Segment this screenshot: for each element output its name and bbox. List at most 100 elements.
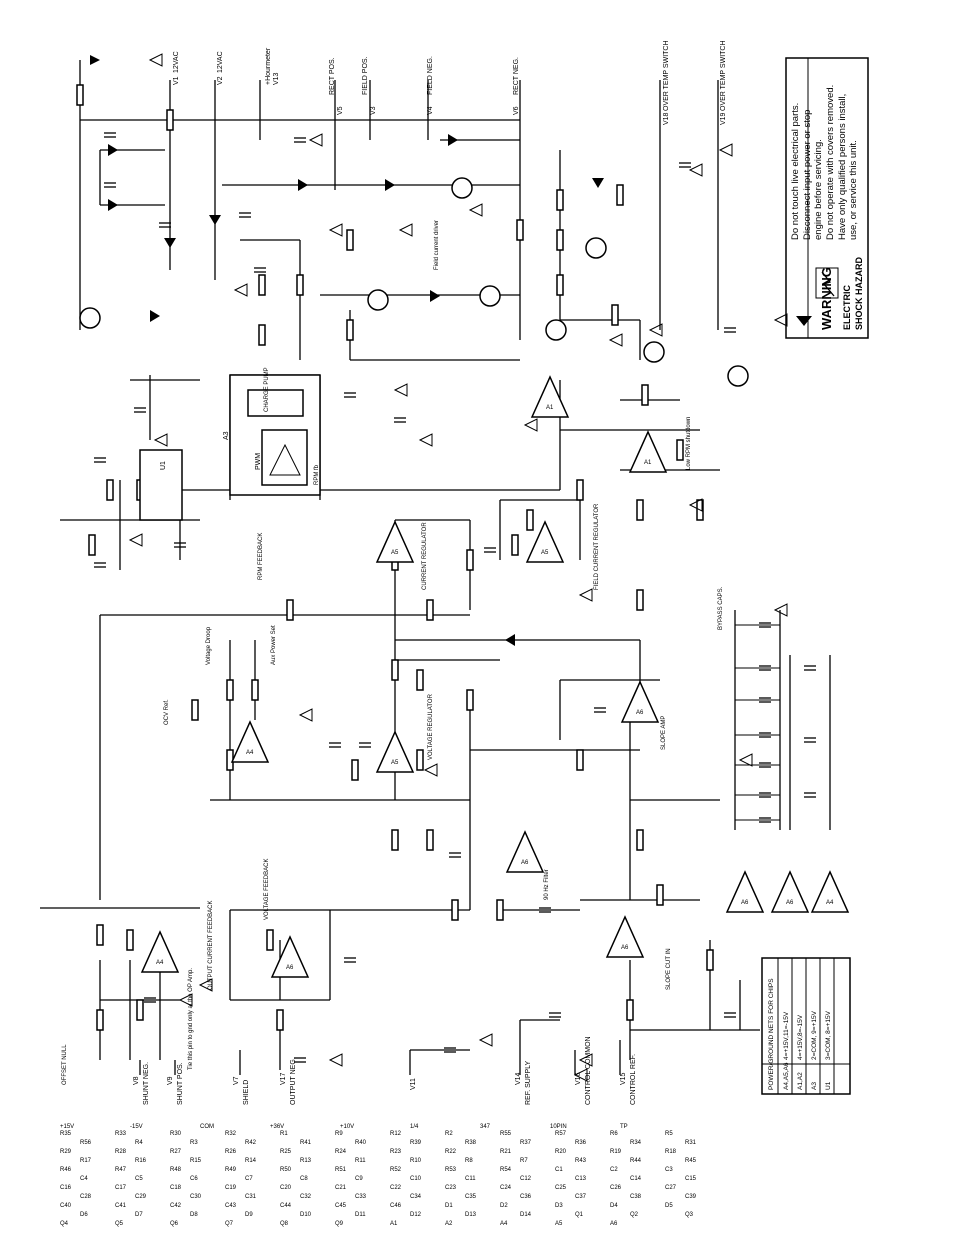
connector-v5-id: V5 (337, 106, 344, 115)
capacitor (344, 957, 356, 963)
component-designator: C35 (465, 1194, 477, 1200)
connector-v5-label: RECT POS. (329, 57, 336, 95)
svg-text:A6: A6 (286, 965, 294, 971)
top-connectors: V1 12VAC V2 12VAC V13 +Hourmeter V3 FIEL… (173, 40, 727, 125)
component-designator: R17 (80, 1158, 92, 1164)
connector-v4-id: V4 (427, 106, 434, 115)
component-designator: C44 (280, 1203, 292, 1209)
resistor (451, 899, 459, 921)
resistor (96, 924, 104, 946)
resistor (136, 999, 144, 1021)
component-designator: C20 (280, 1185, 292, 1191)
label-output-current-feedback: OUTPUT CURRENT FEEDBACK (208, 901, 214, 990)
passive-components (76, 84, 816, 1063)
capacitor (254, 267, 266, 273)
resistor (266, 929, 274, 951)
component-designator: R10 (410, 1158, 422, 1164)
resistor (556, 189, 564, 211)
component-designator: Q4 (60, 1221, 69, 1227)
component-designator: R39 (410, 1140, 422, 1146)
resistor (258, 274, 266, 296)
component-designator: R32 (225, 1131, 237, 1137)
component-designator: A5 (555, 1221, 563, 1227)
connector-v14-label: REF. SUPPLY (525, 1060, 532, 1105)
resistor (576, 749, 584, 771)
transistor-q2 (367, 289, 389, 311)
warning-panel: WARNING ELECTRIC SHOCK HAZARD Do not tou… (785, 57, 869, 339)
component-designator: R40 (355, 1140, 367, 1146)
label-rpm-feedback: RPM FEEDBACK (258, 533, 264, 580)
transistor-q8 (585, 237, 607, 259)
warning-subtitle-1: ELECTRIC (842, 284, 852, 330)
component-designator: A6 (610, 1221, 618, 1227)
capacitor (134, 407, 146, 413)
transistor-q7 (79, 307, 101, 329)
component-designator: C40 (60, 1203, 72, 1209)
resistor (286, 599, 294, 621)
resistor (676, 439, 684, 461)
component-designator: R37 (520, 1140, 532, 1146)
component-designator: R33 (115, 1131, 127, 1137)
component-designator: R47 (115, 1167, 127, 1173)
component-designator: R3 (190, 1140, 198, 1146)
resistor (636, 829, 644, 851)
component-designator: R34 (630, 1140, 642, 1146)
power-table-chips: A3 (811, 1082, 818, 1090)
resistor (616, 184, 624, 206)
component-designator: C7 (245, 1176, 253, 1182)
svg-text:A6: A6 (786, 900, 794, 906)
component-designator: C36 (520, 1194, 532, 1200)
warning-item-3: engine before servicing. (813, 139, 824, 240)
component-designator: R53 (445, 1167, 457, 1173)
component-designator: C3 (665, 1167, 673, 1173)
component-designator: D6 (80, 1212, 88, 1218)
connector-v1-id: V1 (173, 76, 180, 85)
resistor (636, 499, 644, 521)
svg-text:A5: A5 (391, 760, 399, 766)
resistor (251, 679, 259, 701)
component-designator: R56 (80, 1140, 92, 1146)
rpm-fb-label: RPM fb (314, 464, 320, 485)
block-charge-pump (247, 389, 304, 417)
component-designator: C13 (575, 1176, 587, 1182)
component-designator: Q9 (335, 1221, 344, 1227)
op-amp-a1: A1 (628, 430, 668, 473)
op-amp-a5: A5 (375, 730, 415, 773)
label-voltage-feedback: VOLTAGE FEEDBACK (264, 859, 270, 920)
ground-icon (573, 1068, 588, 1082)
capacitor (159, 222, 171, 228)
warning-item-4: Do not operate with covers removed. (825, 85, 836, 240)
label-ground-note: Tie this pin to gnd only at the OP Amp. (188, 968, 194, 1070)
resistor (346, 319, 354, 341)
connector-v13-label: +Hourmeter (265, 47, 272, 85)
connector-v3-id: V3 (370, 106, 377, 115)
u1-label: U1 (160, 461, 167, 470)
warning-item-2: Disconnect input power or stop (802, 110, 813, 240)
capacitor (174, 542, 186, 548)
resistor (88, 534, 96, 556)
label-slope-cut-in: SLOPE CUT IN (666, 948, 672, 990)
resistor (576, 479, 584, 501)
power-table-title: POWER/GROUND NETS FOR CHIPS (768, 978, 775, 1090)
component-designator: C24 (500, 1185, 512, 1191)
capacitor (759, 762, 771, 768)
component-designator: D7 (135, 1212, 143, 1218)
capacitor (344, 392, 356, 398)
component-designator: R45 (685, 1158, 697, 1164)
resistor (426, 829, 434, 851)
component-designator: C33 (355, 1194, 367, 1200)
component-designator: C46 (390, 1203, 402, 1209)
resistor (556, 229, 564, 251)
component-designator: A2 (445, 1221, 453, 1227)
component-designator: C45 (335, 1203, 347, 1209)
component-designator: R20 (555, 1149, 567, 1155)
resistor (391, 659, 399, 681)
component-designator: D10 (300, 1212, 312, 1218)
connector-v16-label: CONTROL COMMON (585, 1036, 592, 1105)
component-designator: C2 (610, 1167, 618, 1173)
component-designator: R35 (60, 1131, 72, 1137)
warning-item-6: use, or service this unit. (848, 140, 859, 240)
component-designator: C39 (685, 1194, 697, 1200)
label-hz-filter: 90 Hz Filter (544, 869, 550, 900)
ground-icon (153, 433, 168, 447)
